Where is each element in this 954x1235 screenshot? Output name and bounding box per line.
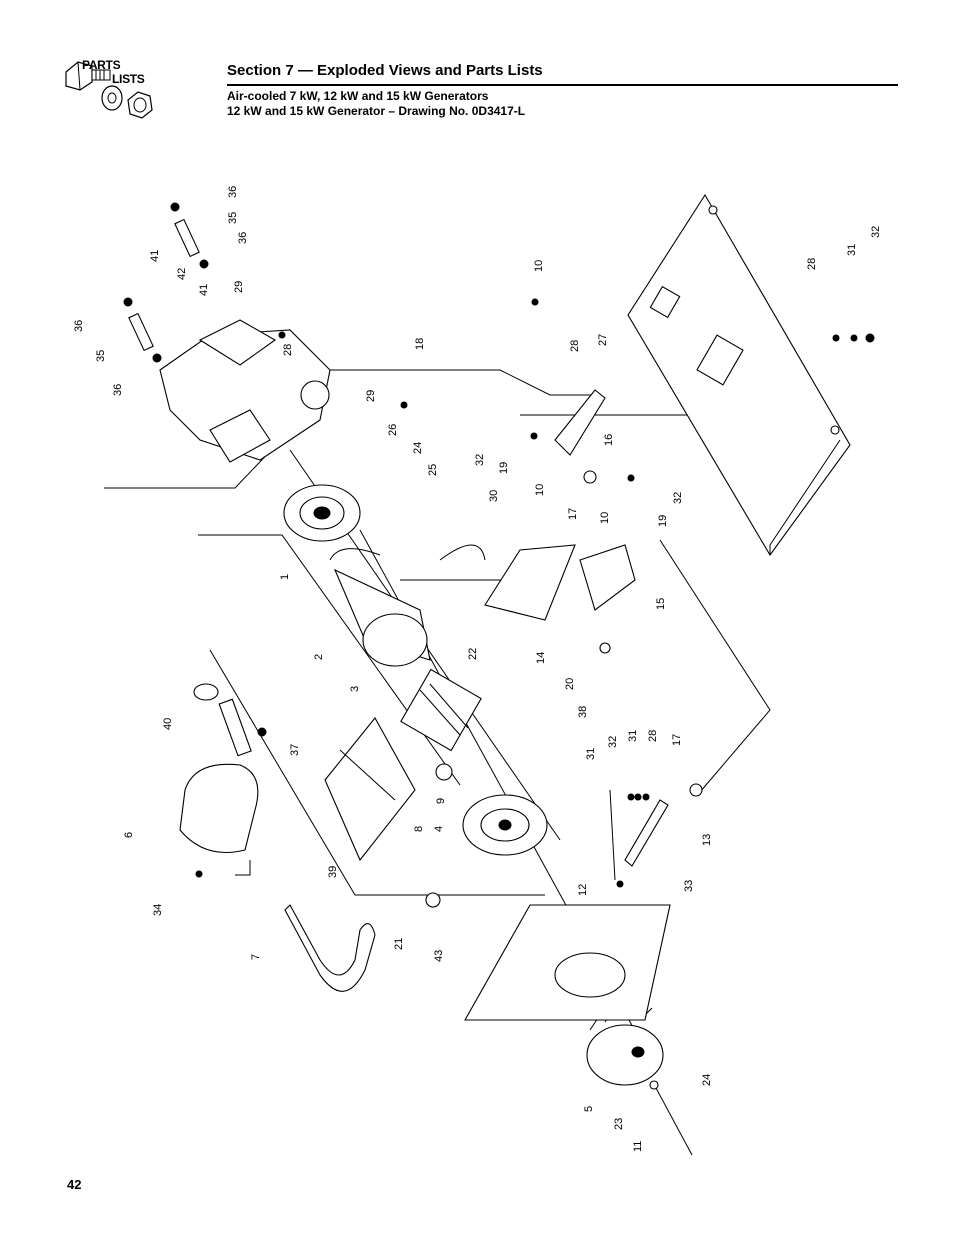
rotor-part	[400, 668, 482, 752]
hardware-items	[123, 202, 875, 1156]
callout-32b: 32	[672, 492, 684, 504]
callout-5: 5	[583, 1106, 595, 1112]
callout-17b: 17	[671, 734, 683, 746]
mounting-bracket-part	[554, 389, 606, 456]
logo-parts-text: PARTS	[82, 58, 121, 72]
callout-10a: 10	[533, 260, 545, 272]
callout-labels: 1 2 3 4 5 6 7 8 9 10 10 10 11 12 13 14 1…	[73, 186, 882, 1152]
callout-15: 15	[655, 598, 667, 610]
callout-30: 30	[488, 490, 500, 502]
callout-11: 11	[632, 1141, 644, 1152]
callout-21: 21	[393, 938, 405, 950]
washer-icon	[101, 85, 123, 111]
callout-13: 13	[701, 834, 713, 846]
callout-16: 16	[603, 434, 615, 446]
callout-24a: 24	[412, 442, 424, 454]
callout-9: 9	[435, 798, 447, 804]
callout-35a: 35	[227, 212, 239, 224]
callout-6: 6	[123, 832, 135, 838]
callout-24b: 24	[701, 1074, 713, 1086]
callout-28b: 28	[569, 340, 581, 352]
heat-shield-part	[324, 717, 416, 862]
page-number: 42	[67, 1177, 82, 1192]
callout-26: 26	[387, 424, 399, 436]
callout-40: 40	[162, 718, 174, 730]
stator-housing-part	[329, 548, 431, 667]
callout-43: 43	[433, 950, 445, 962]
section-title: Section 7 — Exploded Views and Parts Lis…	[227, 62, 543, 79]
callout-36b: 36	[237, 232, 249, 244]
callout-29a: 29	[233, 281, 245, 293]
parts-lists-logo	[65, 61, 153, 119]
callout-18: 18	[414, 338, 426, 350]
callout-1: 1	[279, 574, 291, 580]
fan-housing-plate	[464, 904, 671, 1021]
callout-32d: 32	[870, 226, 882, 238]
callout-27: 27	[597, 334, 609, 346]
callout-32a: 32	[474, 454, 486, 466]
callout-20: 20	[564, 678, 576, 690]
callout-12: 12	[577, 884, 589, 896]
callout-31c: 31	[846, 244, 858, 256]
callout-32c: 32	[607, 736, 619, 748]
callout-36a: 36	[227, 186, 239, 198]
callout-14: 14	[535, 652, 547, 664]
callout-37: 37	[289, 744, 301, 756]
callout-3: 3	[349, 686, 361, 692]
callout-36d: 36	[112, 384, 124, 396]
callout-28c: 28	[647, 730, 659, 742]
callout-41b: 41	[198, 284, 210, 296]
control-box-part	[439, 544, 636, 621]
callout-23: 23	[613, 1118, 625, 1130]
callout-2: 2	[313, 654, 325, 660]
callout-19a: 19	[498, 462, 510, 474]
bracket-part	[624, 799, 669, 867]
callout-8: 8	[413, 826, 425, 832]
callout-34: 34	[152, 904, 164, 916]
callout-22: 22	[467, 648, 479, 660]
header-rule	[227, 84, 898, 86]
callout-10c: 10	[599, 512, 611, 524]
callout-25: 25	[427, 464, 439, 476]
cooling-fan-part	[586, 1004, 664, 1086]
nut-icon	[127, 91, 153, 119]
callout-19b: 19	[657, 515, 669, 527]
callout-7: 7	[250, 954, 262, 960]
subtitle-generators: Air-cooled 7 kW, 12 kW and 15 kW Generat…	[227, 89, 489, 103]
callout-36c: 36	[73, 320, 85, 332]
callout-39: 39	[327, 866, 339, 878]
callout-28d: 28	[806, 258, 818, 270]
callout-28a: 28	[282, 344, 294, 356]
callout-33: 33	[683, 880, 695, 892]
base-plate-part	[627, 193, 851, 557]
subtitle-drawing-number: 12 kW and 15 kW Generator – Drawing No. …	[227, 104, 526, 118]
callout-17a: 17	[567, 508, 579, 520]
engine-adapter-part	[283, 484, 361, 542]
callout-4: 4	[433, 826, 445, 832]
callout-41a: 41	[149, 250, 161, 262]
callout-29b: 29	[365, 390, 377, 402]
rear-bearing-carrier-part	[462, 794, 548, 856]
exhaust-pipe-part	[284, 904, 376, 992]
callout-42: 42	[176, 268, 188, 280]
callout-35b: 35	[95, 350, 107, 362]
engine-block-part	[159, 319, 331, 463]
bolt-icon	[65, 61, 111, 91]
callout-31a: 31	[585, 748, 597, 760]
callout-31b: 31	[627, 730, 639, 742]
callout-38: 38	[577, 706, 589, 718]
muffler-part	[179, 698, 259, 854]
callout-10b: 10	[534, 484, 546, 496]
logo-lists-text: LISTS	[112, 72, 145, 86]
